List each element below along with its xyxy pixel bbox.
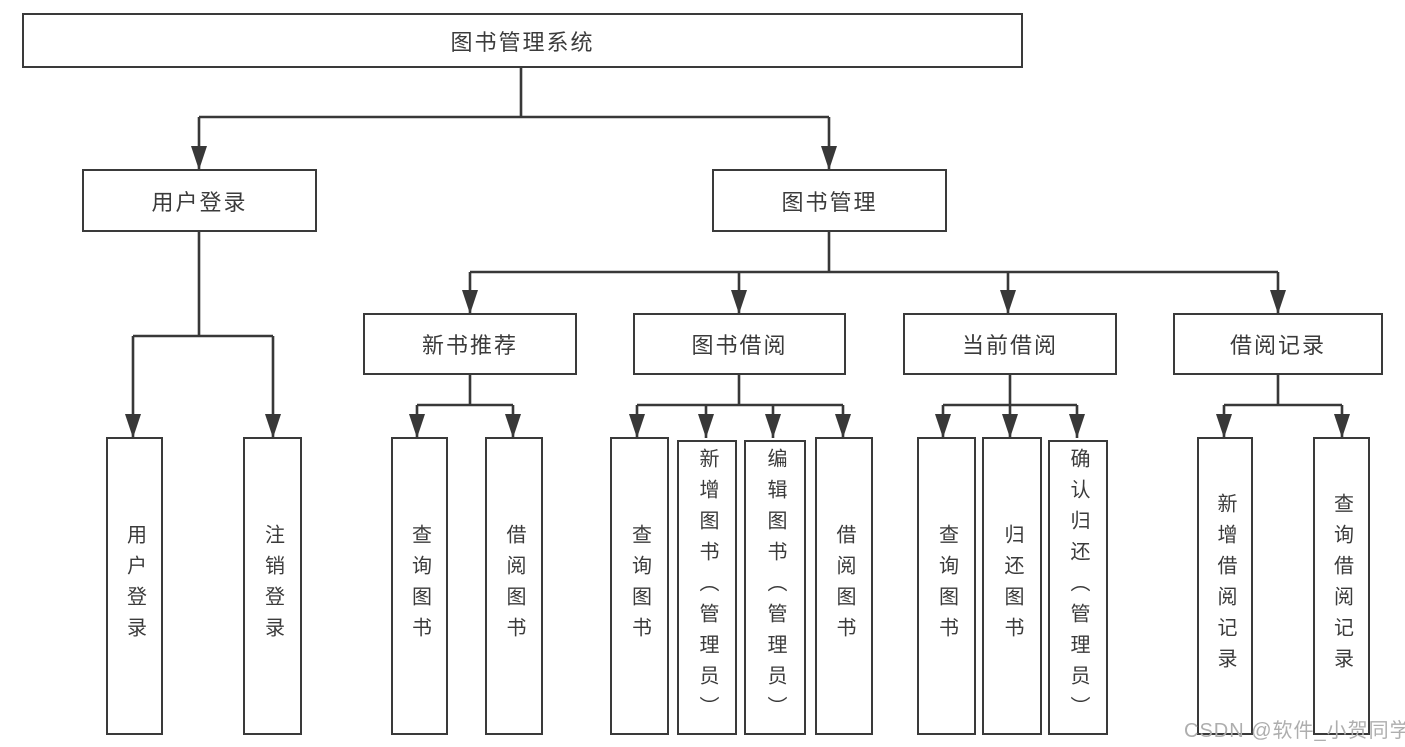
node-cb-return-books: 归还图书: [982, 437, 1042, 735]
node-nbr-borrow-books-label: 借阅图书: [503, 524, 525, 648]
node-bb-edit-books-admin-label: 编辑图书（管理员）: [764, 448, 786, 727]
node-bb-query-books-label: 查询图书: [628, 524, 651, 648]
node-br-query-record: 查询借阅记录: [1313, 437, 1370, 735]
arrowheads: [125, 146, 1350, 438]
node-user-login-label: 用户登录: [151, 189, 248, 215]
node-book-borrowing-label: 图书借阅: [691, 333, 788, 358]
node-cb-query-books-label: 查询图书: [935, 524, 958, 648]
node-root-system-label: 图书管理系统: [450, 29, 595, 55]
node-br-query-record-label: 查询借阅记录: [1330, 493, 1353, 679]
node-nbr-query-books: 查询图书: [391, 437, 448, 735]
node-new-book-recommendation-label: 新书推荐: [421, 333, 518, 358]
node-logout-action: 注销登录: [243, 437, 302, 735]
node-bb-add-books-admin: 新增图书（管理员）: [677, 440, 737, 735]
node-bb-borrow-books: 借阅图书: [815, 437, 873, 735]
tree-edges: [131, 68, 1344, 438]
node-br-add-record: 新增借阅记录: [1197, 437, 1253, 735]
node-cb-return-books-label: 归还图书: [1001, 524, 1023, 648]
node-cb-query-books: 查询图书: [917, 437, 976, 735]
node-bb-edit-books-admin: 编辑图书（管理员）: [744, 440, 806, 735]
node-user-login-action: 用户登录: [106, 437, 163, 735]
node-borrowing-records: 借阅记录: [1173, 313, 1383, 375]
node-borrowing-records-label: 借阅记录: [1229, 333, 1326, 358]
node-logout-action-label: 注销登录: [261, 524, 284, 648]
node-root-system: 图书管理系统: [22, 13, 1023, 68]
node-bb-add-books-admin-label: 新增图书（管理员）: [696, 448, 718, 727]
node-bb-borrow-books-label: 借阅图书: [833, 524, 855, 648]
node-nbr-borrow-books: 借阅图书: [485, 437, 543, 735]
node-book-management-label: 图书管理: [781, 189, 878, 215]
node-current-borrowing-label: 当前借阅: [961, 333, 1058, 358]
node-cb-confirm-return-admin-label: 确认归还（管理员）: [1067, 448, 1089, 727]
node-cb-confirm-return-admin: 确认归还（管理员）: [1048, 440, 1108, 735]
node-nbr-query-books-label: 查询图书: [408, 524, 431, 648]
node-current-borrowing: 当前借阅: [903, 313, 1117, 375]
node-new-book-recommendation: 新书推荐: [363, 313, 577, 375]
node-br-add-record-label: 新增借阅记录: [1214, 493, 1236, 679]
csdn-watermark: CSDN @软件_小贺同学: [1184, 720, 1405, 742]
node-book-borrowing: 图书借阅: [633, 313, 846, 375]
node-user-login-action-label: 用户登录: [123, 524, 146, 648]
node-bb-query-books: 查询图书: [610, 437, 669, 735]
node-user-login: 用户登录: [82, 169, 317, 232]
node-book-management: 图书管理: [712, 169, 947, 232]
